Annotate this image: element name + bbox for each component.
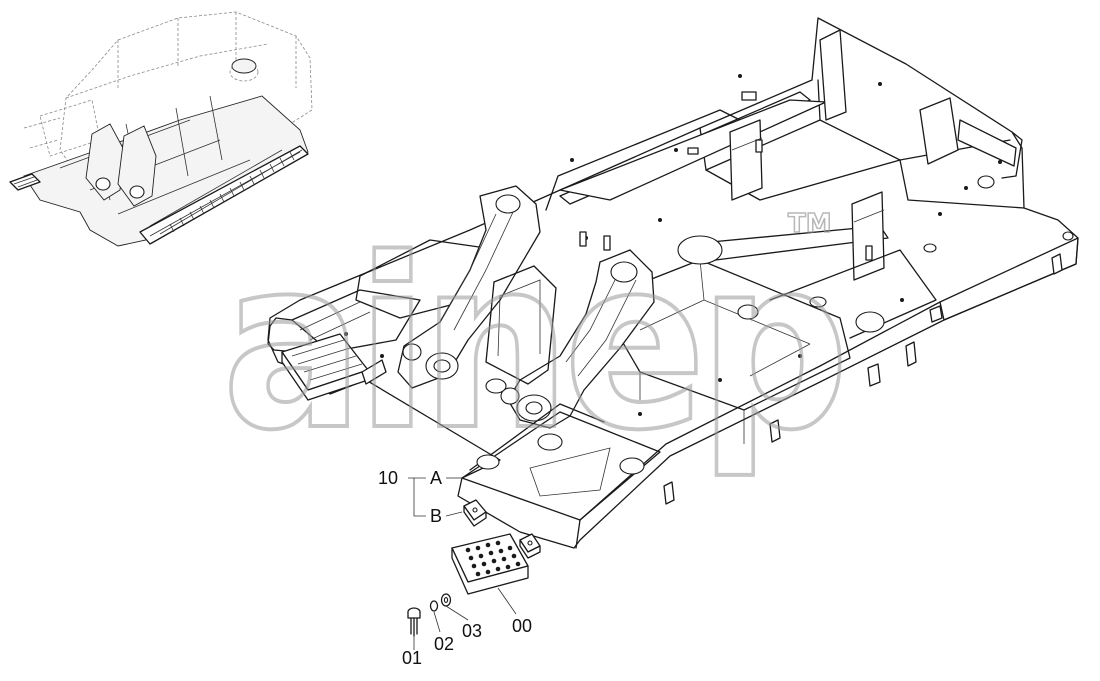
leader-lines xyxy=(408,477,517,650)
callout-10: 10 xyxy=(378,468,398,488)
overview-thumbnail xyxy=(9,11,313,247)
watermark-text: ainep xyxy=(222,209,842,482)
part-01-bolt xyxy=(407,607,421,637)
callout-labels: 10 A B 00 01 02 03 xyxy=(378,468,532,668)
callout-a: A xyxy=(430,468,442,488)
callout-03: 03 xyxy=(462,621,482,641)
part-00-step xyxy=(451,533,529,595)
upper-frame-drawing xyxy=(267,17,1079,549)
callout-b: B xyxy=(430,506,442,526)
watermark-tm: TM xyxy=(788,209,832,239)
watermark: ainep TM xyxy=(220,207,852,484)
part-02-spring-washer xyxy=(429,600,439,612)
exploded-parts xyxy=(407,499,541,637)
callout-00: 00 xyxy=(512,616,532,636)
callout-02: 02 xyxy=(434,634,454,654)
callout-01: 01 xyxy=(402,648,422,668)
